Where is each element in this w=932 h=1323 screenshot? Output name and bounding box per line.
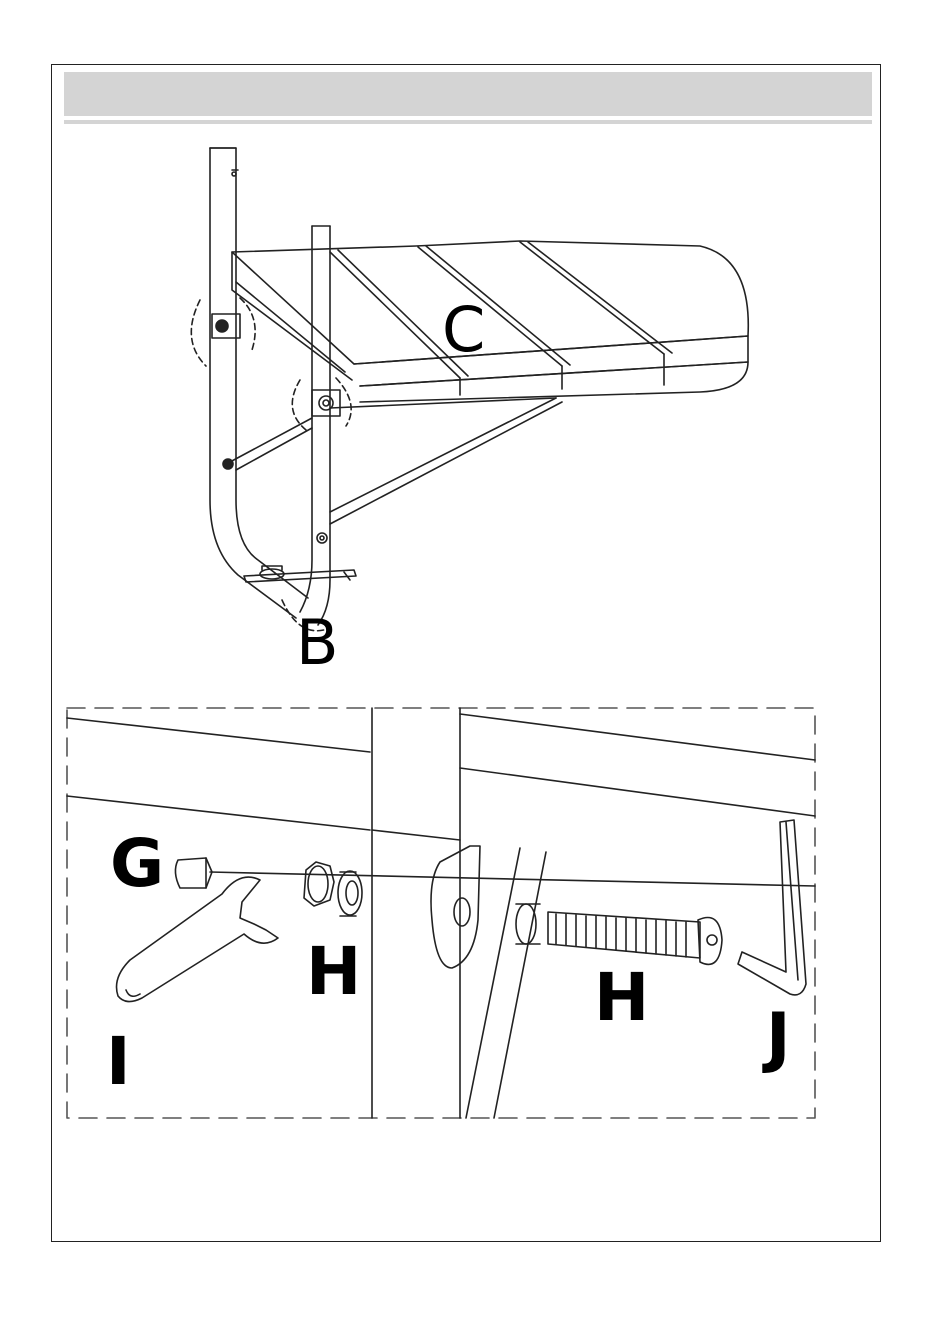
nut-and-washer-h-left: [304, 862, 362, 916]
bottom-clamp: [244, 566, 356, 582]
shelf-assembly: [191, 148, 748, 631]
rear-upright-tube: [210, 148, 308, 618]
front-upright-tube: [300, 226, 330, 625]
cap-nut-g: [175, 858, 212, 888]
detail-panel: [67, 708, 815, 1118]
bolt-h-right: [516, 904, 722, 964]
hinge-knobs: [212, 314, 340, 469]
label-h-right: H: [594, 959, 649, 1036]
diagonal-struts: [230, 398, 562, 524]
hex-key-j: [738, 820, 806, 995]
label-h-left: H: [306, 933, 361, 1010]
label-c: C: [442, 293, 485, 366]
label-j: J: [762, 999, 791, 1076]
label-b: B: [296, 606, 339, 679]
bracket-plate: [431, 846, 480, 968]
label-i: I: [106, 1023, 131, 1100]
shelf-top: [232, 241, 748, 402]
label-g: G: [110, 825, 164, 902]
